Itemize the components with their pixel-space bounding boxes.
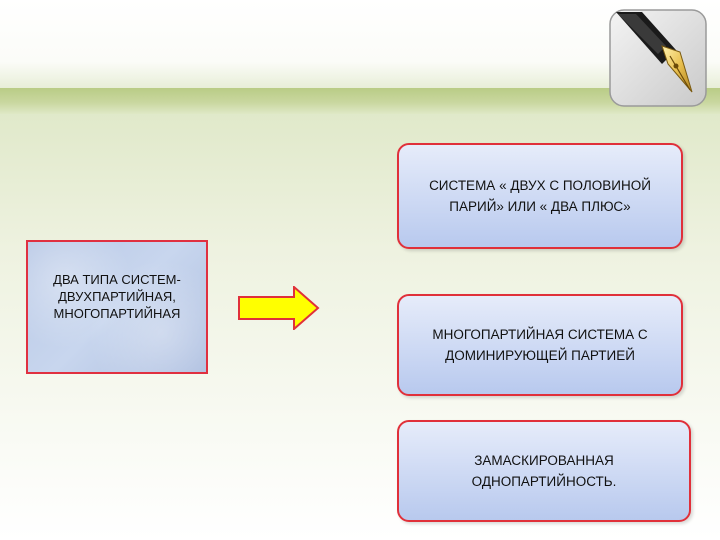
source-line: ДВА ТИПА СИСТЕМ- — [53, 271, 181, 287]
target-line: ЗАМАСКИРОВАННАЯ — [474, 453, 614, 468]
target-box-1: СИСТЕМА « ДВУХ С ПОЛОВИНОЙ ПАРИЙ» ИЛИ « … — [397, 143, 683, 249]
target-box-2: МНОГОПАРТИЙНАЯ СИСТЕМА С ДОМИНИРУЮЩЕЙ ПА… — [397, 294, 683, 396]
slide-header-bar — [0, 88, 720, 114]
source-box: ДВА ТИПА СИСТЕМ- ДВУХПАРТИЙНАЯ, МНОГОПАР… — [26, 240, 208, 374]
slide-header-band — [0, 0, 720, 88]
target-box-1-text: СИСТЕМА « ДВУХ С ПОЛОВИНОЙ ПАРИЙ» ИЛИ « … — [419, 175, 661, 217]
fountain-pen-icon — [609, 9, 707, 107]
target-line: МНОГОПАРТИЙНАЯ СИСТЕМА С — [432, 327, 648, 342]
source-line: ДВУХПАРТИЙНАЯ, — [58, 288, 176, 304]
target-line: ДОМИНИРУЮЩЕЙ ПАРТИЕЙ — [445, 348, 635, 363]
target-box-3: ЗАМАСКИРОВАННАЯ ОДНОПАРТИЙНОСТЬ. — [397, 420, 691, 522]
target-line: ОДНОПАРТИЙНОСТЬ. — [471, 474, 617, 489]
right-arrow-icon — [238, 286, 320, 330]
target-line: ПАРИЙ» ИЛИ « ДВА ПЛЮС» — [449, 199, 631, 214]
target-line: СИСТЕМА « ДВУХ С ПОЛОВИНОЙ — [429, 178, 651, 193]
target-box-2-text: МНОГОПАРТИЙНАЯ СИСТЕМА С ДОМИНИРУЮЩЕЙ ПА… — [422, 324, 657, 366]
source-box-text: ДВА ТИПА СИСТЕМ- ДВУХПАРТИЙНАЯ, МНОГОПАР… — [49, 271, 185, 322]
target-box-3-text: ЗАМАСКИРОВАННАЯ ОДНОПАРТИЙНОСТЬ. — [462, 450, 627, 492]
source-line: МНОГОПАРТИЙНАЯ — [53, 305, 181, 321]
